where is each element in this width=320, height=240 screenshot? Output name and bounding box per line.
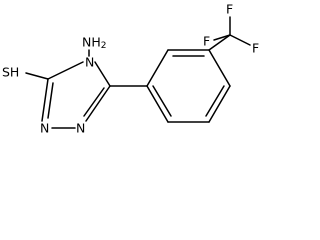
bond-ar-cf3 xyxy=(208,34,231,51)
bond-c5-n1 xyxy=(85,85,111,122)
nh2-subscript: 2 xyxy=(101,41,107,51)
bond-c5-n1-double xyxy=(83,87,105,117)
bond-c-f-left xyxy=(213,34,231,41)
bond-ar-inner-2 xyxy=(205,85,225,117)
atom-label-sh: SH xyxy=(2,65,19,80)
bond-n2-c3-double xyxy=(47,82,54,119)
atom-label-n4: N xyxy=(85,55,94,70)
bond-c3-n4 xyxy=(47,61,84,80)
bond-n2-c3 xyxy=(41,78,49,122)
molecule-structure: SH NH2 N N N F F F xyxy=(2,2,259,136)
bond-n4-c5 xyxy=(94,61,111,87)
bond-c-f-right xyxy=(229,34,251,46)
bond-c3-sh xyxy=(25,72,49,80)
atom-label-f-left: F xyxy=(203,34,210,49)
bond-ar-inner-3 xyxy=(152,85,172,117)
bond-ar-6 xyxy=(146,85,169,123)
atom-label-nh2: NH2 xyxy=(82,35,106,52)
atom-label-f-top: F xyxy=(226,2,233,17)
bond-ar-1 xyxy=(146,49,169,87)
atom-label-f-right: F xyxy=(252,41,259,56)
atom-label-n2: N xyxy=(40,121,49,136)
bond-ar-3 xyxy=(208,49,231,87)
bond-ar-4 xyxy=(208,85,231,123)
atom-label-n1: N xyxy=(76,121,85,136)
